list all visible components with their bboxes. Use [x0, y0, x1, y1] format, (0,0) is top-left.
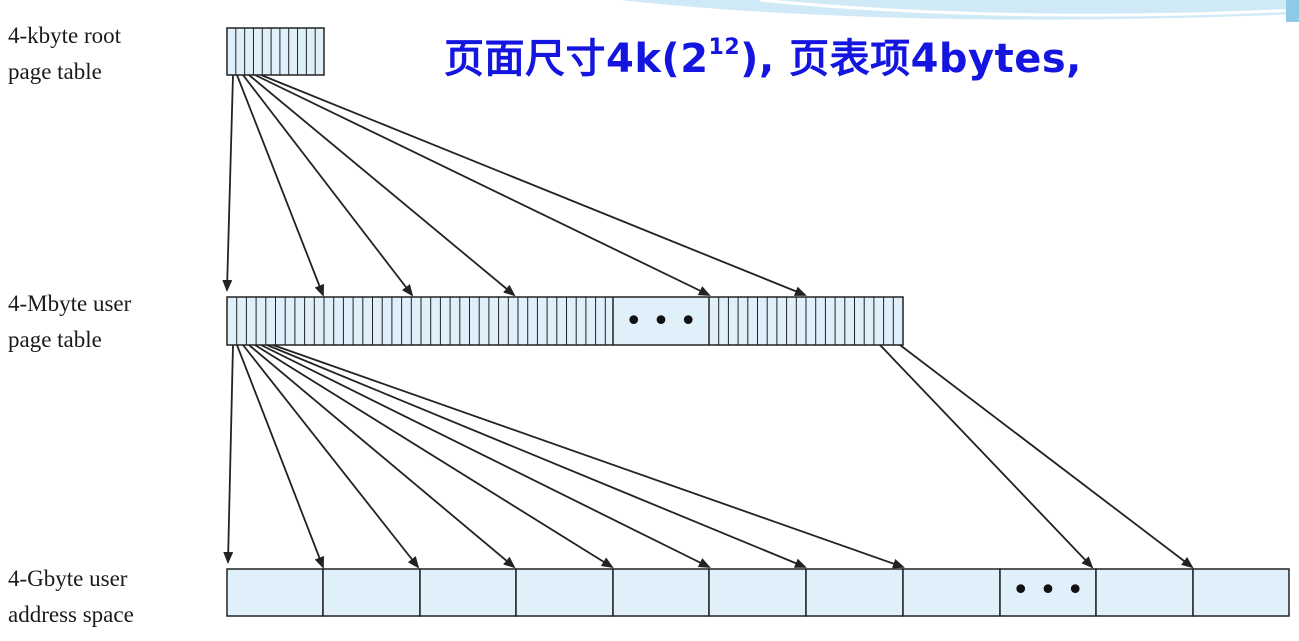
mapping-arrow [242, 344, 420, 569]
address-space-page [708, 568, 807, 617]
mapping-arrows [222, 74, 1194, 569]
address-space-page [1192, 568, 1290, 617]
user-label-line1: 4-Mbyte user [8, 291, 132, 316]
mapping-arrow [260, 74, 807, 296]
address-space-page [322, 568, 421, 617]
user-table-ellipsis: • • • [625, 304, 697, 339]
mapping-arrow [879, 344, 1094, 569]
address-space-page [1095, 568, 1194, 617]
mapping-arrow [248, 344, 516, 569]
space-label-line2: address space [8, 602, 134, 627]
address-space-ellipsis: • • • [1012, 573, 1084, 608]
root-page-table-label: 4-kbyte root page table [8, 18, 121, 90]
user-page-table [226, 296, 904, 346]
mapping-arrow [254, 344, 614, 569]
user-address-space [226, 568, 1290, 617]
headline-exponent: 12 [708, 35, 741, 60]
headline-suffix: ), 页表项4bytes, [740, 36, 1082, 82]
user-page-table-label: 4-Mbyte user page table [8, 286, 131, 358]
user-table-box [226, 296, 904, 346]
headline-prefix: 页面尺寸4k(2 [444, 36, 709, 82]
address-space-label: 4-Gbyte user address space [8, 561, 134, 633]
address-space-page [902, 568, 1001, 617]
user-label-line2: page table [8, 327, 102, 352]
mapping-arrow [236, 344, 325, 569]
mapping-arrow [242, 74, 414, 297]
headline-text: 页面尺寸4k(212), 页表项4bytes, [444, 26, 1082, 84]
mapping-arrow [899, 344, 1194, 569]
root-table-box [226, 27, 325, 76]
mapping-arrow [222, 74, 234, 292]
address-space-page [515, 568, 614, 617]
address-space-page [226, 568, 324, 617]
root-page-table [226, 27, 325, 76]
mapping-arrow [236, 74, 325, 297]
root-label-line2: page table [8, 59, 102, 84]
mapping-arrow [254, 74, 711, 296]
space-label-line1: 4-Gbyte user [8, 566, 128, 591]
address-space-page [805, 568, 904, 617]
address-space-page [999, 568, 1097, 617]
address-space-page [612, 568, 710, 617]
mapping-arrow [248, 74, 516, 297]
mapping-arrow [223, 344, 234, 564]
mapping-arrow [272, 344, 905, 569]
mapping-arrow [266, 344, 807, 568]
root-label-line1: 4-kbyte root [8, 23, 122, 48]
address-space-page [419, 568, 517, 617]
mapping-arrow [260, 344, 711, 568]
